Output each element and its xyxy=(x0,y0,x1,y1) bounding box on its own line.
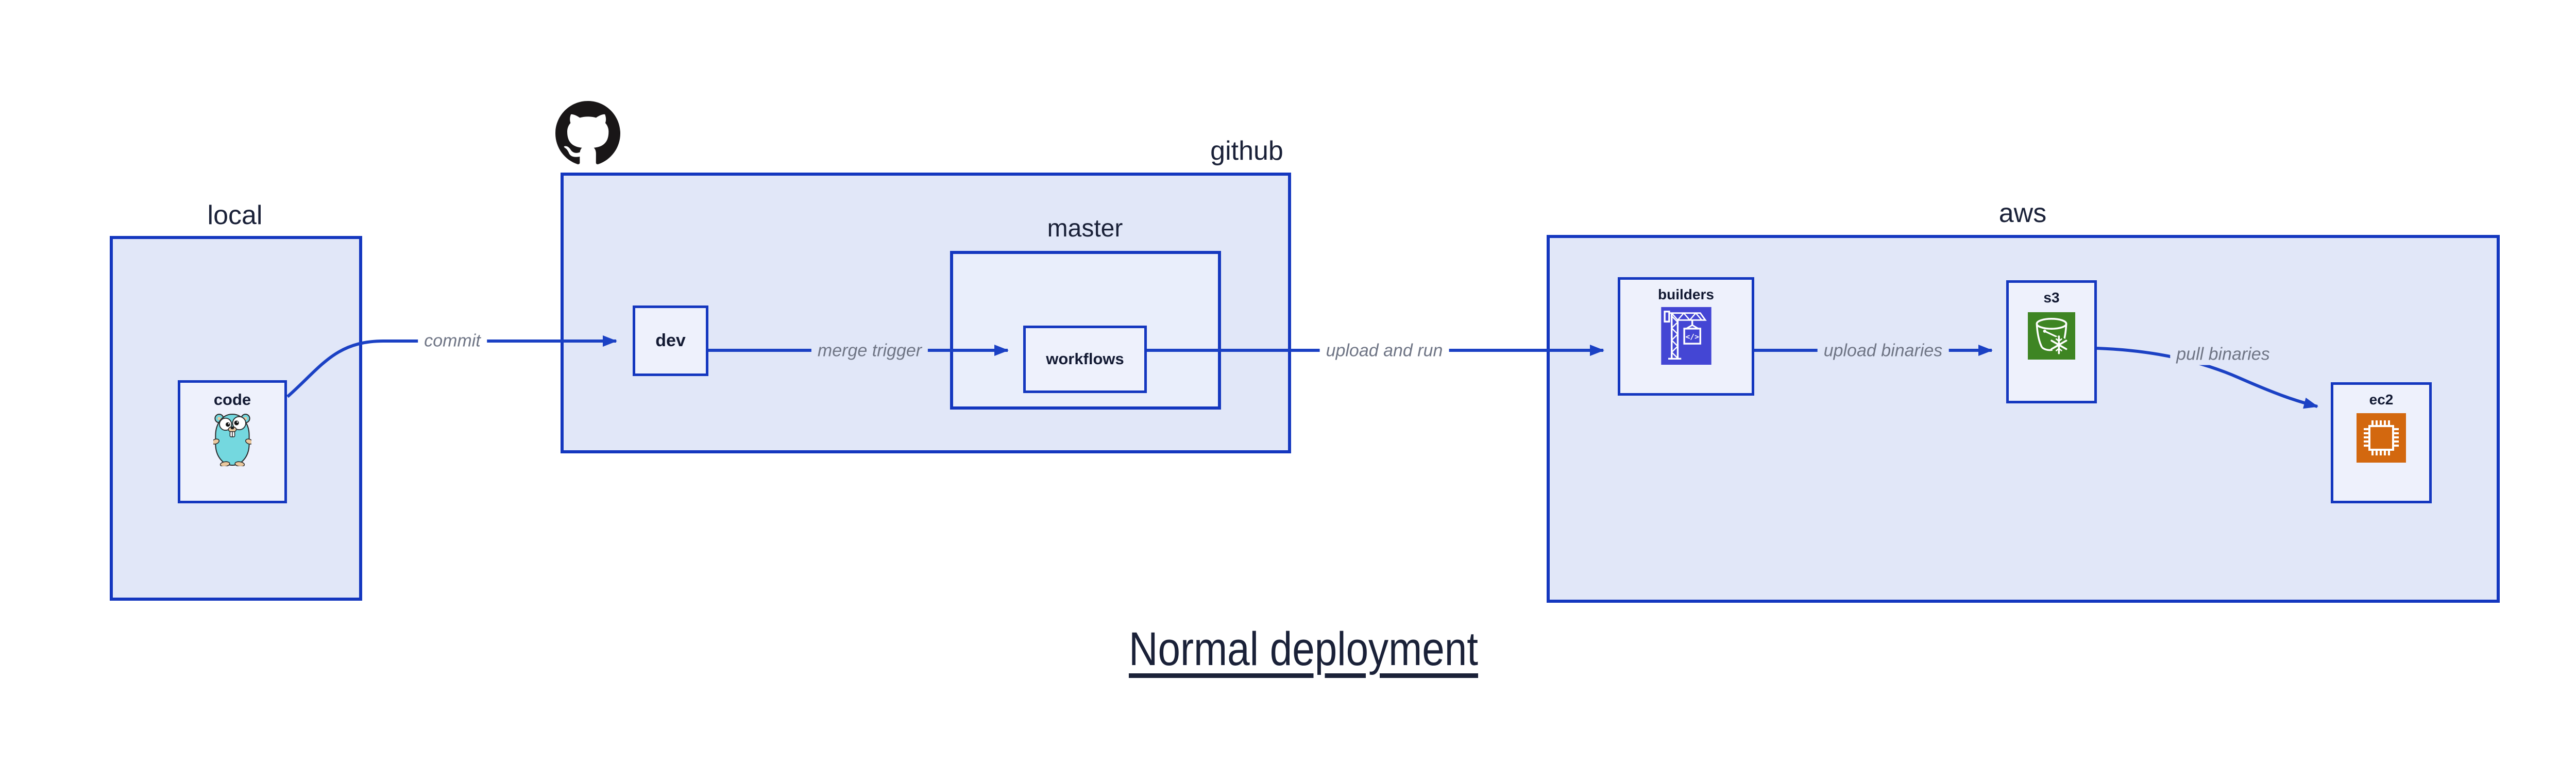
codebuild-crane-icon: </> xyxy=(1660,307,1711,365)
node-label-ec2: ec2 xyxy=(2369,392,2394,408)
node-label-builders: builders xyxy=(1658,286,1714,302)
node-label-dev: dev xyxy=(655,330,686,350)
node-builders: builders </> xyxy=(1618,277,1754,396)
group-label-github: github xyxy=(1210,136,1283,166)
edge-label-pull-binaries: pull binaries xyxy=(2170,344,2276,365)
node-ec2: ec2 xyxy=(2331,382,2432,503)
diagram-title: Normal deployment xyxy=(1128,623,1479,675)
edge-label-upload-and-run: upload and run xyxy=(1319,340,1449,362)
group-label-local: local xyxy=(207,200,263,230)
node-dev: dev xyxy=(633,305,708,376)
node-label-workflows: workflows xyxy=(1046,350,1124,368)
node-code: code xyxy=(178,380,287,503)
go-gopher-icon xyxy=(213,414,251,467)
node-label-code: code xyxy=(213,390,251,409)
edge-label-upload-binaries: upload binaries xyxy=(1817,340,1949,362)
code-symbol-text: </> xyxy=(1685,332,1699,341)
github-octocat-icon xyxy=(555,101,620,164)
node-label-s3: s3 xyxy=(2043,290,2060,305)
s3-glacier-bucket-icon xyxy=(2028,312,2075,360)
edge-label-commit: commit xyxy=(418,330,487,352)
group-label-aws: aws xyxy=(1998,198,2047,228)
node-workflows: workflows xyxy=(1023,326,1147,393)
ec2-chip-icon xyxy=(2357,413,2406,463)
edge-label-merge-trigger: merge trigger xyxy=(811,340,928,362)
group-label-master: master xyxy=(1047,215,1123,242)
node-s3: s3 xyxy=(2006,280,2097,403)
